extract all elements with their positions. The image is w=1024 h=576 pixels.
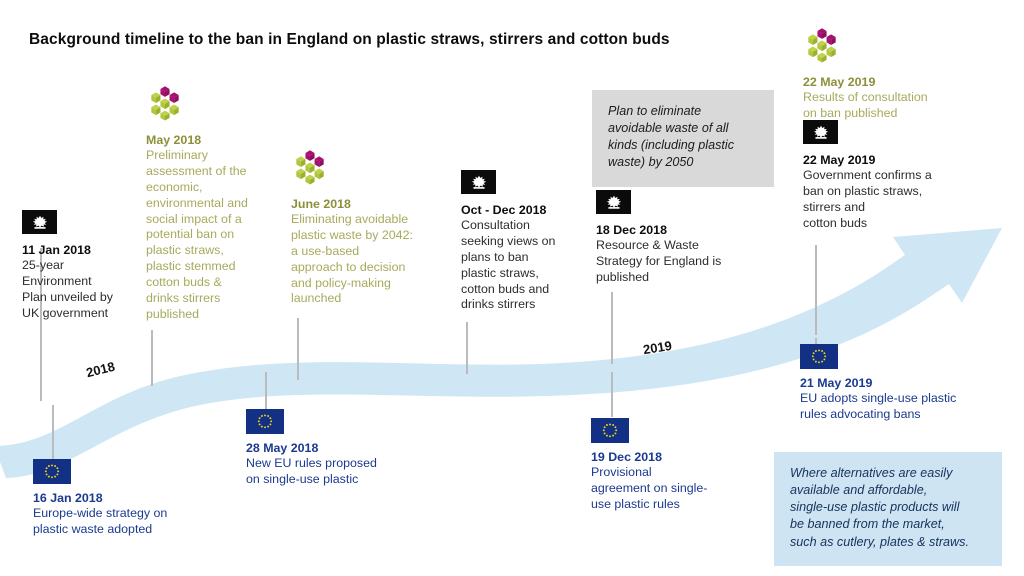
callout-grey-2050-plan: Plan to eliminate avoidable waste of all… <box>592 90 774 187</box>
event-june-2018[interactable]: June 2018 Eliminating avoidable plastic … <box>291 148 451 307</box>
connector-stem <box>52 405 54 460</box>
callout-blue-eu-quote: Where alternatives are easily available … <box>774 452 1002 566</box>
connector-stem <box>297 318 299 380</box>
govuk-crown-icon <box>803 120 838 144</box>
defra-hexagon-icon <box>808 28 836 63</box>
connector-stem <box>40 248 42 401</box>
event-may-2018[interactable]: May 2018 Preliminary assessment of the e… <box>146 84 281 323</box>
event-body: Eliminating avoidable plastic waste by 2… <box>291 212 413 306</box>
defra-hexagon-icon <box>151 86 179 121</box>
event-16-jan-2018-eu[interactable]: 16 Jan 2018 Europe-wide strategy on plas… <box>33 459 218 538</box>
event-date: 18 Dec 2018 <box>596 223 667 237</box>
connector-stem <box>611 292 613 364</box>
event-date: June 2018 <box>291 197 351 211</box>
event-date: 11 Jan 2018 <box>22 243 91 257</box>
event-body: EU adopts single-use plastic rules advoc… <box>800 391 957 421</box>
callout-bubble: Where alternatives are easily available … <box>774 452 1002 566</box>
event-date: Oct - Dec 2018 <box>461 203 547 217</box>
eu-flag-icon <box>800 344 838 369</box>
event-date: 22 May 2019 <box>803 153 876 167</box>
callout-text: Plan to eliminate avoidable waste of all… <box>608 104 734 170</box>
event-date: 28 May 2018 <box>246 441 319 455</box>
govuk-crown-icon <box>596 190 631 214</box>
event-body: Europe-wide strategy on plastic waste ad… <box>33 506 168 536</box>
event-date: May 2018 <box>146 133 202 147</box>
event-19-dec-2018-eu[interactable]: 19 Dec 2018 Provisional agreement on sin… <box>591 418 751 513</box>
page-title: Background timeline to the ban in Englan… <box>29 31 670 48</box>
event-11-jan-2018[interactable]: 11 Jan 2018 25-year Environment Plan unv… <box>22 210 142 322</box>
govuk-crown-icon <box>22 210 57 234</box>
event-date: 16 Jan 2018 <box>33 491 103 505</box>
eu-flag-icon <box>246 409 284 434</box>
eu-flag-icon <box>33 459 71 484</box>
event-date: 21 May 2019 <box>800 376 873 390</box>
event-body: Provisional agreement on single- use pla… <box>591 465 708 511</box>
event-body: Resource & Waste Strategy for England is… <box>596 238 722 284</box>
connector-stem <box>466 322 468 374</box>
defra-hexagon-icon <box>296 150 324 185</box>
connector-stem <box>611 372 613 417</box>
govuk-crown-icon <box>461 170 496 194</box>
event-body: Preliminary assessment of the economic, … <box>146 148 248 321</box>
event-body: 25-year Environment Plan unveiled by UK … <box>22 258 113 320</box>
event-body: Consultation seeking views on plans to b… <box>461 218 556 312</box>
connector-stem <box>815 245 817 335</box>
event-body: Government confirms a ban on plastic str… <box>803 168 932 230</box>
connector-stem <box>265 372 267 412</box>
event-oct-dec-2018[interactable]: Oct - Dec 2018 Consultation seeking view… <box>461 170 596 313</box>
event-28-may-2018-eu[interactable]: 28 May 2018 New EU rules proposed on sin… <box>246 409 431 488</box>
callout-text: Where alternatives are easily available … <box>790 466 969 549</box>
event-date: 22 May 2019 <box>803 75 876 89</box>
event-date: 19 Dec 2018 <box>591 450 662 464</box>
event-body: New EU rules proposed on single-use plas… <box>246 456 377 486</box>
callout-bubble: Plan to eliminate avoidable waste of all… <box>592 90 774 187</box>
connector-stem <box>151 330 153 386</box>
event-22-may-2019-ban-confirmed[interactable]: 22 May 2019 Government confirms a ban on… <box>803 120 983 232</box>
eu-flag-icon <box>591 418 629 443</box>
event-body: Results of consultation on ban published <box>803 90 928 120</box>
event-22-may-2019-consultation[interactable]: 22 May 2019 Results of consultation on b… <box>803 26 983 122</box>
event-21-may-2019-eu[interactable]: 21 May 2019 EU adopts single-use plastic… <box>800 344 1005 423</box>
event-18-dec-2018[interactable]: 18 Dec 2018 Resource & Waste Strategy fo… <box>596 190 756 286</box>
